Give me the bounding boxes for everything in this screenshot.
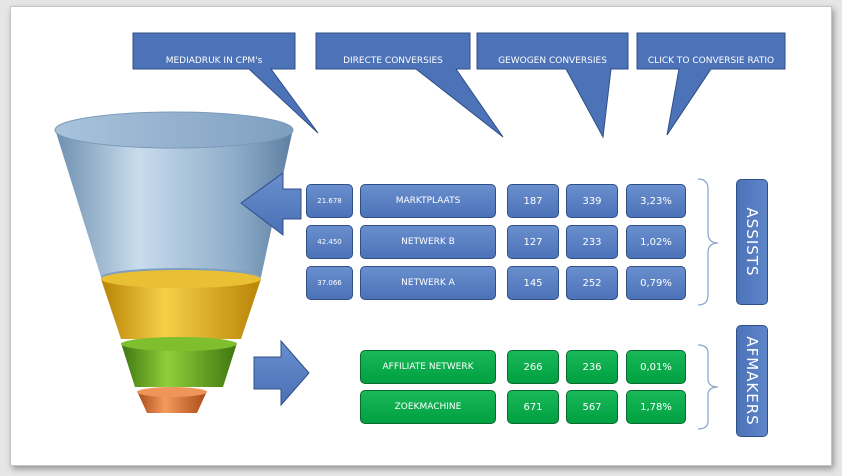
impressions-cell: 37.066 <box>306 266 353 300</box>
channel-name-cell: ZOEKMACHINE <box>360 390 496 424</box>
callout-shapes <box>132 32 786 139</box>
funnel-graphic <box>54 32 786 430</box>
weighted-conversions-cell: 236 <box>566 350 618 384</box>
assists-brace <box>697 178 719 306</box>
impressions-cell: 21.678 <box>306 184 353 218</box>
conversion-ratio-cell: 1,78% <box>626 390 686 424</box>
callout-directe-conversies: DIRECTE CONVERSIES <box>343 56 443 66</box>
assists-label-tab: ASSISTS <box>736 179 768 305</box>
channel-name-cell: MARKTPLAATS <box>360 184 496 218</box>
conversion-ratio-cell: 3,23% <box>626 184 686 218</box>
assists-label: ASSISTS <box>743 207 761 277</box>
afmakers-brace <box>697 344 719 430</box>
conversion-ratio-cell: 0,79% <box>626 266 686 300</box>
direct-conversions-cell: 187 <box>507 184 559 218</box>
weighted-conversions-cell: 233 <box>566 225 618 259</box>
direct-conversions-cell: 671 <box>507 390 559 424</box>
left-arrow-icon <box>240 172 302 237</box>
channel-name-cell: AFFILIATE NETWERK <box>360 350 496 384</box>
weighted-conversions-cell: 339 <box>566 184 618 218</box>
channel-name-cell: NETWERK B <box>360 225 496 259</box>
conversion-ratio-cell: 0,01% <box>626 350 686 384</box>
direct-conversions-cell: 266 <box>507 350 559 384</box>
callout-click-to-conversie-ratio: CLICK TO CONVERSIE RATIO <box>647 56 775 66</box>
afmakers-label: AFMAKERS <box>743 336 761 426</box>
direct-conversions-cell: 127 <box>507 225 559 259</box>
direct-conversions-cell: 145 <box>507 266 559 300</box>
callout-gewogen-conversies: GEWOGEN CONVERSIES <box>498 56 607 66</box>
conversion-ratio-cell: 1,02% <box>626 225 686 259</box>
impressions-cell: 42.450 <box>306 225 353 259</box>
weighted-conversions-cell: 567 <box>566 390 618 424</box>
right-arrow-icon <box>253 339 310 407</box>
weighted-conversions-cell: 252 <box>566 266 618 300</box>
funnel <box>54 111 294 413</box>
slide: MEDIADRUK IN CPM's DIRECTE CONVERSIES GE… <box>10 6 832 466</box>
channel-name-cell: NETWERK A <box>360 266 496 300</box>
callout-mediadruk: MEDIADRUK IN CPM's <box>165 56 263 66</box>
afmakers-label-tab: AFMAKERS <box>736 325 768 437</box>
